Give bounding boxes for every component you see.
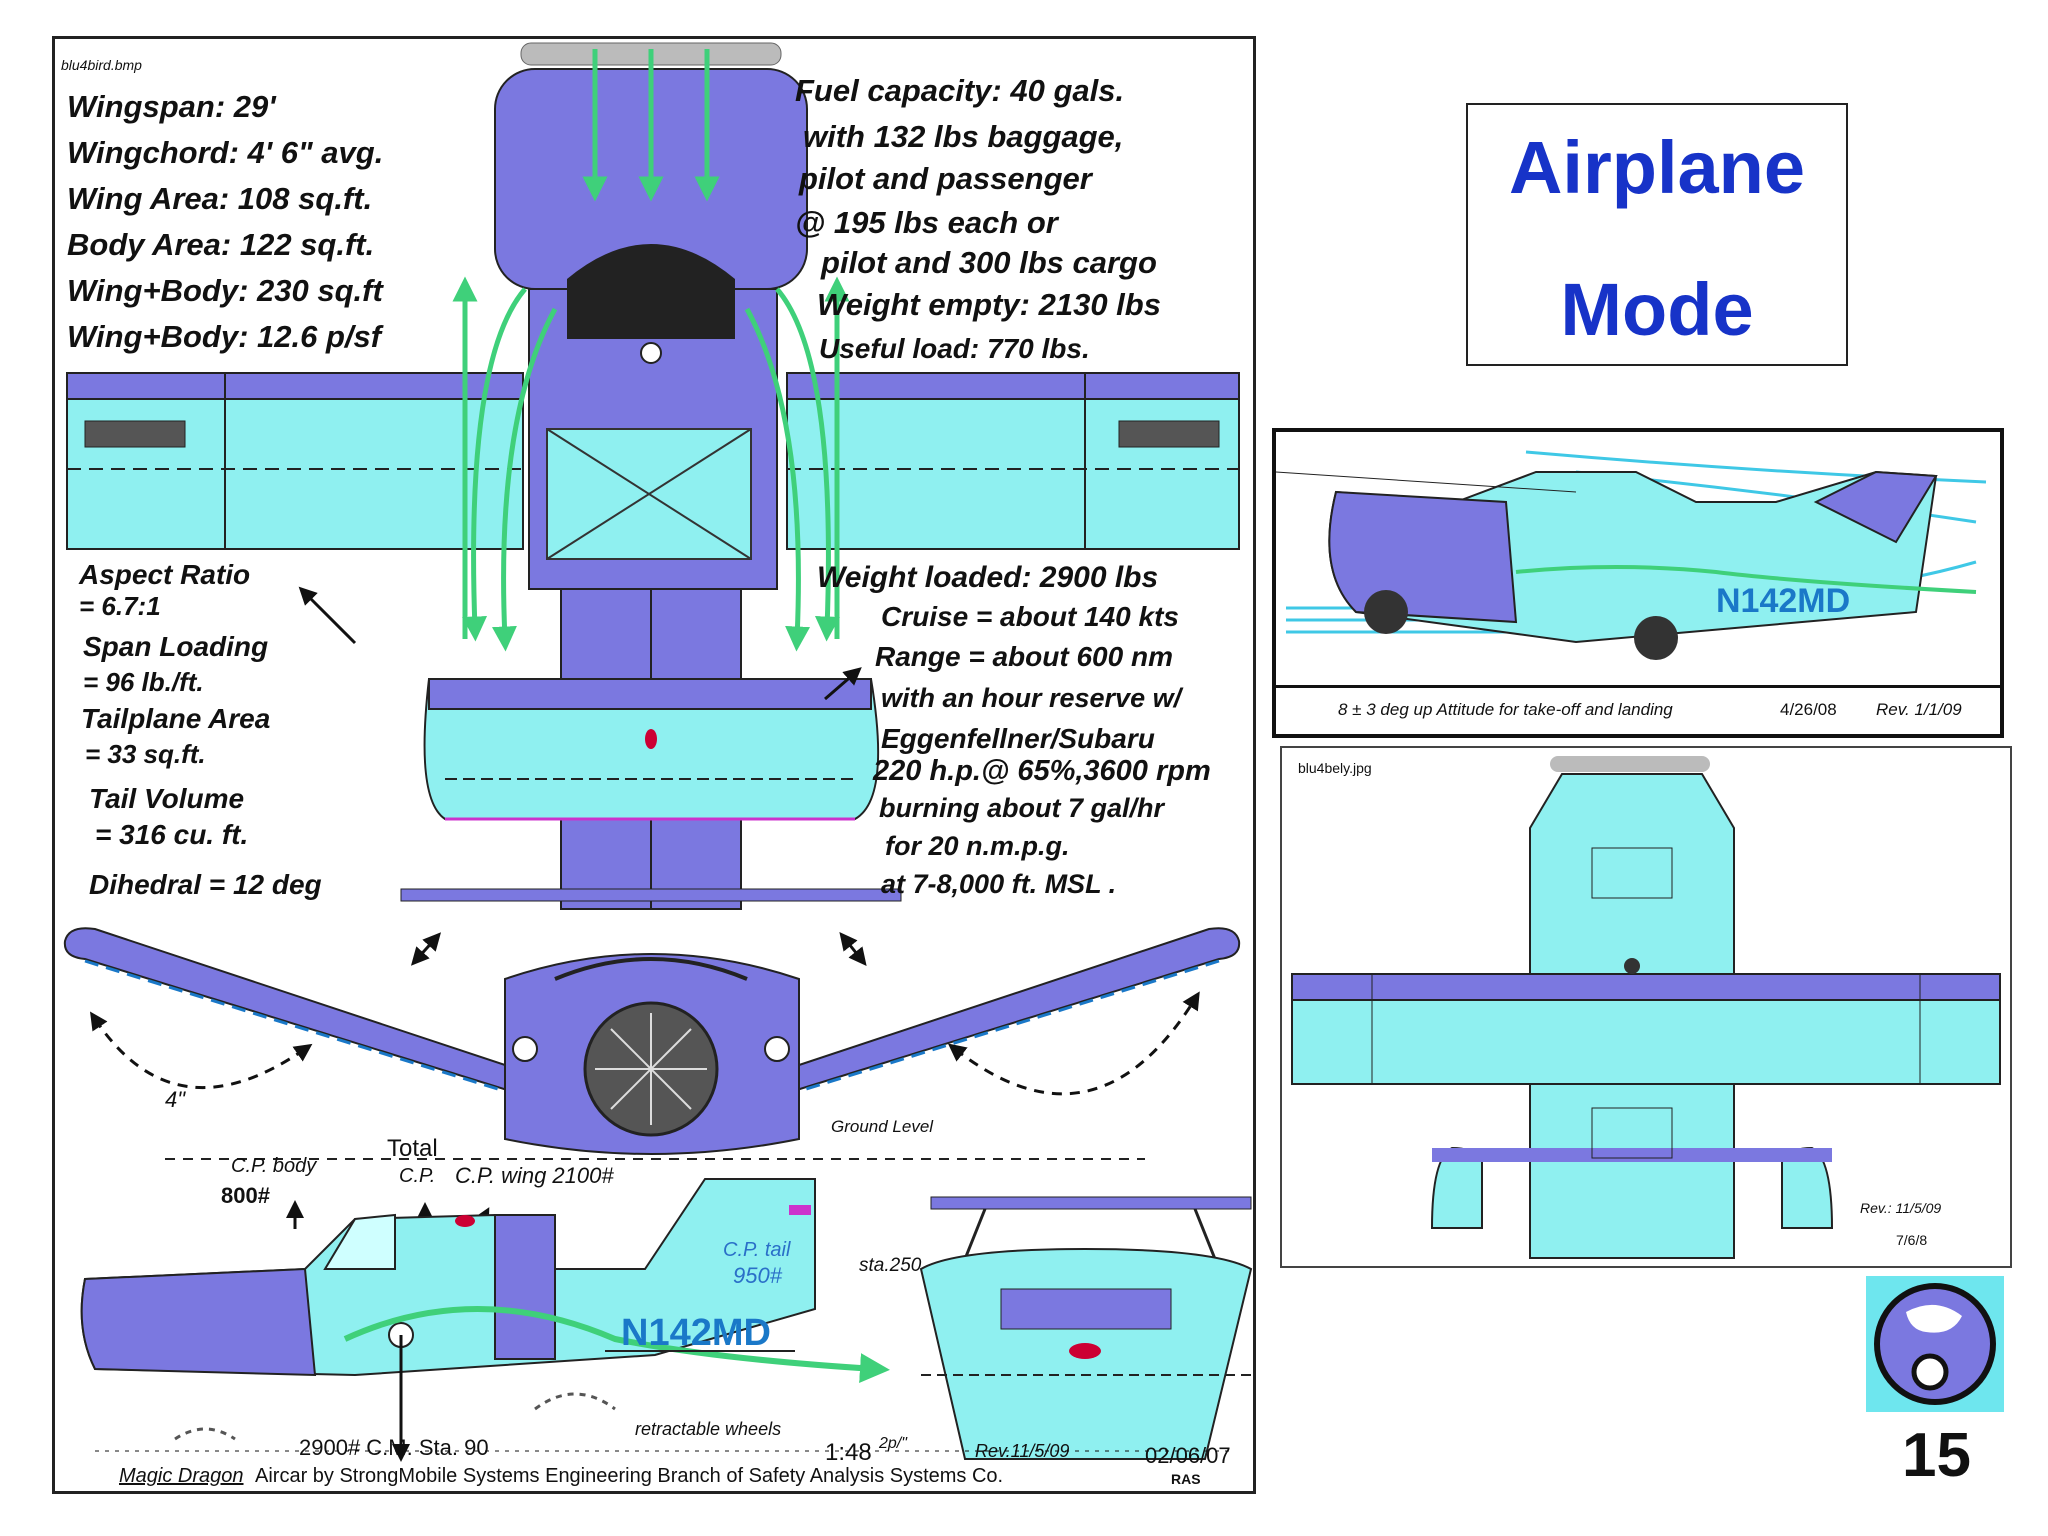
side-profile-tail-plate: N142MD [621, 1312, 771, 1354]
perf-cruise: Cruise = about 140 kts [881, 601, 1180, 632]
annotation-cp-body: C.P. body [231, 1155, 317, 1177]
side-view-rev: Rev. 1/1/09 [1876, 700, 1962, 719]
plan-view-wings [66, 372, 1240, 550]
perf-mpg: for 20 n.m.p.g. [885, 831, 1070, 861]
spec-wing-body-area: Wing+Body: 230 sq.ft [67, 273, 383, 308]
main-technical-drawing: N142MD blu4bird.bmp Wingspan: 29' Wingch… [52, 36, 1256, 1494]
annotation-date: 02/06/07 [1145, 1443, 1231, 1468]
cm-arrow [95, 1335, 1235, 1462]
fuel-line-2: with 132 lbs baggage, [803, 119, 1124, 154]
perf-engine: Eggenfellner/Subaru [881, 723, 1155, 754]
airplane-mode-label-box: Airplane Mode [1466, 103, 1848, 366]
annotation-cp-tail-value: 950# [733, 1263, 782, 1288]
annotation-station-250: sta.250 [859, 1255, 922, 1276]
annotation-four-inch: 4" [165, 1087, 186, 1112]
ratio-aspect-value: = 6.7:1 [79, 591, 161, 621]
belly-view-panel: blu4bely.jpg Rev.: 11/5/09 7/6/8 [1280, 746, 2012, 1268]
footer-magic-dragon: Magic Dragon [119, 1465, 244, 1487]
perf-fuel-burn: burning about 7 gal/hr [879, 793, 1164, 823]
page-number: 15 [1902, 1421, 1971, 1490]
annotation-cm: 2900# C.M. Sta. 90 [299, 1435, 489, 1460]
annotation-cp-wing: C.P. wing 2100# [455, 1163, 614, 1188]
ratio-span-label: Span Loading [83, 631, 269, 662]
annotation-initials: RAS [1171, 1471, 1201, 1487]
spec-wing-body-loading: Wing+Body: 12.6 p/sf [67, 319, 382, 354]
side-view-plate: N142MD [1716, 582, 1850, 620]
yin-yang-logo-icon [1874, 1283, 1996, 1405]
ratio-aspect-label: Aspect Ratio [79, 559, 251, 590]
side-view-date: 4/26/08 [1780, 700, 1837, 719]
spec-wing-area: Wing Area: 108 sq.ft. [67, 181, 373, 216]
label-line-mode: Mode [1560, 268, 1754, 351]
fuel-line-4: @ 195 lbs each or [795, 205, 1058, 240]
fuel-line-1: Fuel capacity: 40 gals. [795, 73, 1125, 108]
side-view-caption-bar: 8 ± 3 deg up Attitude for take-off and l… [1276, 685, 2000, 734]
annotation-cp-total: C.P. [399, 1165, 436, 1187]
belly-view-date: 7/6/8 [1896, 1232, 1928, 1248]
ratio-tail-label: Tailplane Area [81, 703, 271, 734]
fuel-line-5: pilot and 300 lbs cargo [821, 245, 1157, 280]
footer-credit: Aircar by StrongMobile Systems Engineeri… [255, 1465, 1004, 1487]
perf-horsepower: 220 h.p.@ 65%,3600 rpm [873, 755, 1211, 787]
belly-view-filename: blu4bely.jpg [1298, 760, 1372, 776]
annotation-rev: Rev.11/5/09 [975, 1441, 1070, 1461]
takeoff-side-view-panel: N142MD 8 ± 3 deg up Attitude for take-of… [1272, 428, 2004, 738]
plan-view-tailplane [423, 678, 880, 821]
spec-wingspan: Wingspan: 29' [67, 89, 276, 124]
ratio-tail-value: = 33 sq.ft. [85, 739, 206, 769]
main-filename: blu4bird.bmp [61, 57, 142, 73]
spec-wingchord: Wingchord: 4' 6" avg. [67, 135, 384, 170]
annotation-scale: 1:48 [825, 1439, 872, 1466]
fuel-line-7: Useful load: 770 lbs. [819, 333, 1090, 364]
ratio-volume-value: = 316 cu. ft. [95, 819, 249, 850]
perf-range: Range = about 600 nm [875, 641, 1173, 672]
annotation-cp-tail: C.P. tail [723, 1239, 791, 1261]
rear-view [919, 1196, 1253, 1460]
belly-view-rev: Rev.: 11/5/09 [1860, 1200, 1942, 1216]
side-profile-view: N142MD [80, 1178, 890, 1441]
takeoff-side-view-graphic: N142MD [1276, 450, 1987, 660]
company-logo [1866, 1276, 2004, 1412]
perf-reserve: with an hour reserve w/ [881, 683, 1182, 713]
side-view-attitude: 8 ± 3 deg up Attitude for take-off and l… [1338, 700, 1673, 719]
airflow-arrows [452, 49, 850, 652]
label-line-airplane: Airplane [1508, 126, 1806, 209]
fuel-line-6: Weight empty: 2130 lbs [817, 287, 1161, 322]
perf-weight-loaded: Weight loaded: 2900 lbs [817, 561, 1159, 594]
annotation-ground-level: Ground Level [831, 1117, 934, 1136]
annotation-retractable-wheels: retractable wheels [635, 1419, 782, 1439]
spec-body-area: Body Area: 122 sq.ft. [67, 227, 375, 262]
belly-view-graphic [1291, 756, 2001, 1259]
annotation-cp-body-value: 800# [221, 1183, 270, 1208]
perf-altitude: at 7-8,000 ft. MSL . [881, 869, 1117, 899]
fuel-line-3: pilot and passenger [799, 161, 1092, 196]
annotation-scale-b: 2p/" [879, 1435, 907, 1452]
annotation-total: Total [387, 1135, 438, 1162]
ratio-dihedral: Dihedral = 12 deg [89, 869, 322, 900]
ratio-volume-label: Tail Volume [89, 783, 245, 814]
ratio-span-value: = 96 lb./ft. [83, 667, 204, 697]
aircar-diagram-graphics: N142MD [63, 42, 1253, 1462]
front-view [63, 888, 1241, 1160]
